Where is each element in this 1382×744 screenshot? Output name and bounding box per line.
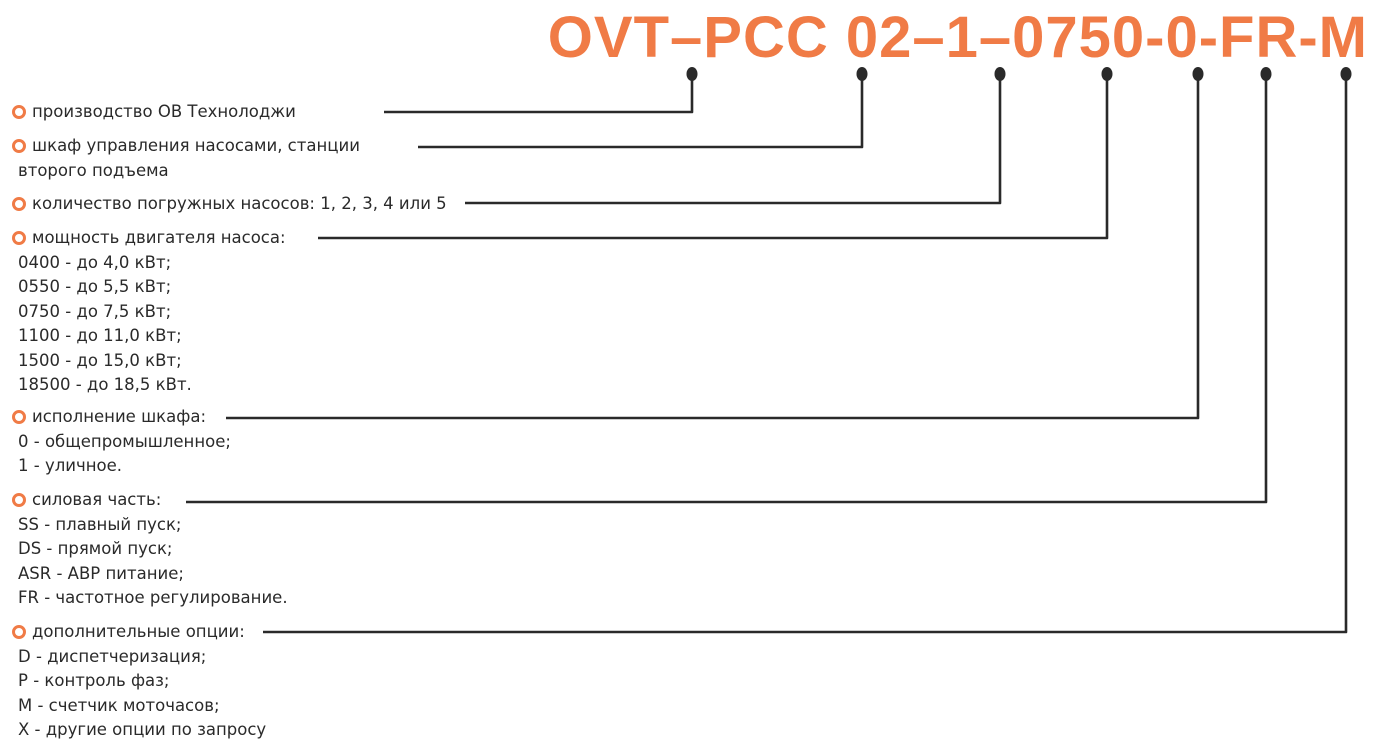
connector-line-cabinet-type <box>418 74 864 149</box>
entry-detail-item: D - диспетчеризация; <box>18 646 207 666</box>
model-code-title: OVT–PCC 02–1–0750-0-FR-M <box>547 5 1368 70</box>
entry-detail-item: FR - частотное регулирование. <box>18 588 288 607</box>
entry-detail-item: 18500 - до 18,5 кВт. <box>18 375 192 394</box>
spec-entry-power-section: силовая часть: SS - плавный пуск; DS - п… <box>12 488 288 611</box>
connector-line-power-section <box>186 74 1268 504</box>
filled-dot-icon <box>856 67 868 81</box>
orange-ring-bullet-icon <box>12 625 26 640</box>
spec-entry-cabinet-type: шкаф управления насосами, станции второг… <box>12 134 360 183</box>
entry-detail-item: 0 - общепромышленное; <box>18 431 231 451</box>
entry-head: количество погружных насосов: 1, 2, 3, 4… <box>12 192 447 217</box>
entry-title-motor-power: мощность двигателя насоса: <box>32 228 286 247</box>
connector-line-motor-power <box>318 74 1109 240</box>
connector-line-options <box>263 74 1348 634</box>
filled-dot-icon <box>1260 67 1272 81</box>
entry-title-pump-count: количество погружных насосов: 1, 2, 3, 4… <box>32 194 447 213</box>
entry-title-power-section: силовая часть: <box>32 490 162 509</box>
entry-detail-item: 1500 - до 15,0 кВт; <box>18 350 182 370</box>
entry-title-continuation: второго подъема <box>18 160 169 180</box>
entry-detail-item: 0750 - до 7,5 кВт; <box>18 301 172 321</box>
spec-entry-motor-power: мощность двигателя насоса: 0400 - до 4,0… <box>12 226 286 398</box>
spec-entry-options: дополнительные опции: D - диспетчеризаци… <box>12 620 266 743</box>
filled-dot-icon <box>1340 67 1352 81</box>
orange-ring-bullet-icon <box>12 410 26 425</box>
entry-detail-item: X - другие опции по запросу <box>18 720 267 739</box>
entry-head: силовая часть: <box>12 488 288 513</box>
entry-detail-item: SS - плавный пуск; <box>18 514 182 534</box>
entry-title-cabinet-design: исполнение шкафа: <box>32 407 207 426</box>
entry-head: дополнительные опции: <box>12 620 266 645</box>
spec-entry-pump-count: количество погружных насосов: 1, 2, 3, 4… <box>12 192 447 217</box>
filled-dot-icon <box>994 67 1006 81</box>
entry-detail-item: 1 - уличное. <box>18 456 123 475</box>
orange-ring-bullet-icon <box>12 493 26 508</box>
entry-head: исполнение шкафа: <box>12 405 231 430</box>
entry-title-options: дополнительные опции: <box>32 622 245 641</box>
orange-ring-bullet-icon <box>12 231 26 246</box>
connector-line-manufacturer <box>384 74 694 114</box>
orange-ring-bullet-icon <box>12 197 26 212</box>
entry-detail-item: ASR - АВР питание; <box>18 563 184 583</box>
orange-ring-bullet-icon <box>12 105 26 120</box>
entry-head: шкаф управления насосами, станции <box>12 134 360 159</box>
entry-detail-item: 1100 - до 11,0 кВт; <box>18 326 182 345</box>
entry-detail-item: 0550 - до 5,5 кВт; <box>18 277 172 296</box>
connector-line-pump-count <box>465 74 1002 205</box>
entry-detail-item: DS - прямой пуск; <box>18 539 173 558</box>
filled-dot-icon <box>1101 67 1113 81</box>
entry-detail-item: 0400 - до 4,0 кВт; <box>18 252 172 272</box>
spec-entry-cabinet-design: исполнение шкафа: 0 - общепромышленное; … <box>12 405 231 479</box>
filled-dot-icon <box>1192 67 1204 81</box>
entry-head: производство ОВ Технолоджи <box>12 100 296 125</box>
entry-title-manufacturer: производство ОВ Технолоджи <box>32 102 296 121</box>
orange-ring-bullet-icon <box>12 139 26 154</box>
entry-title-cabinet-type: шкаф управления насосами, станции <box>32 136 360 155</box>
spec-entry-manufacturer: производство ОВ Технолоджи <box>12 100 296 125</box>
entry-detail-item: P - контроль фаз; <box>18 671 170 690</box>
entry-detail-item: M - счетчик моточасов; <box>18 695 220 715</box>
filled-dot-icon <box>686 67 698 81</box>
entry-head: мощность двигателя насоса: <box>12 226 286 251</box>
connector-line-cabinet-design <box>226 74 1200 420</box>
